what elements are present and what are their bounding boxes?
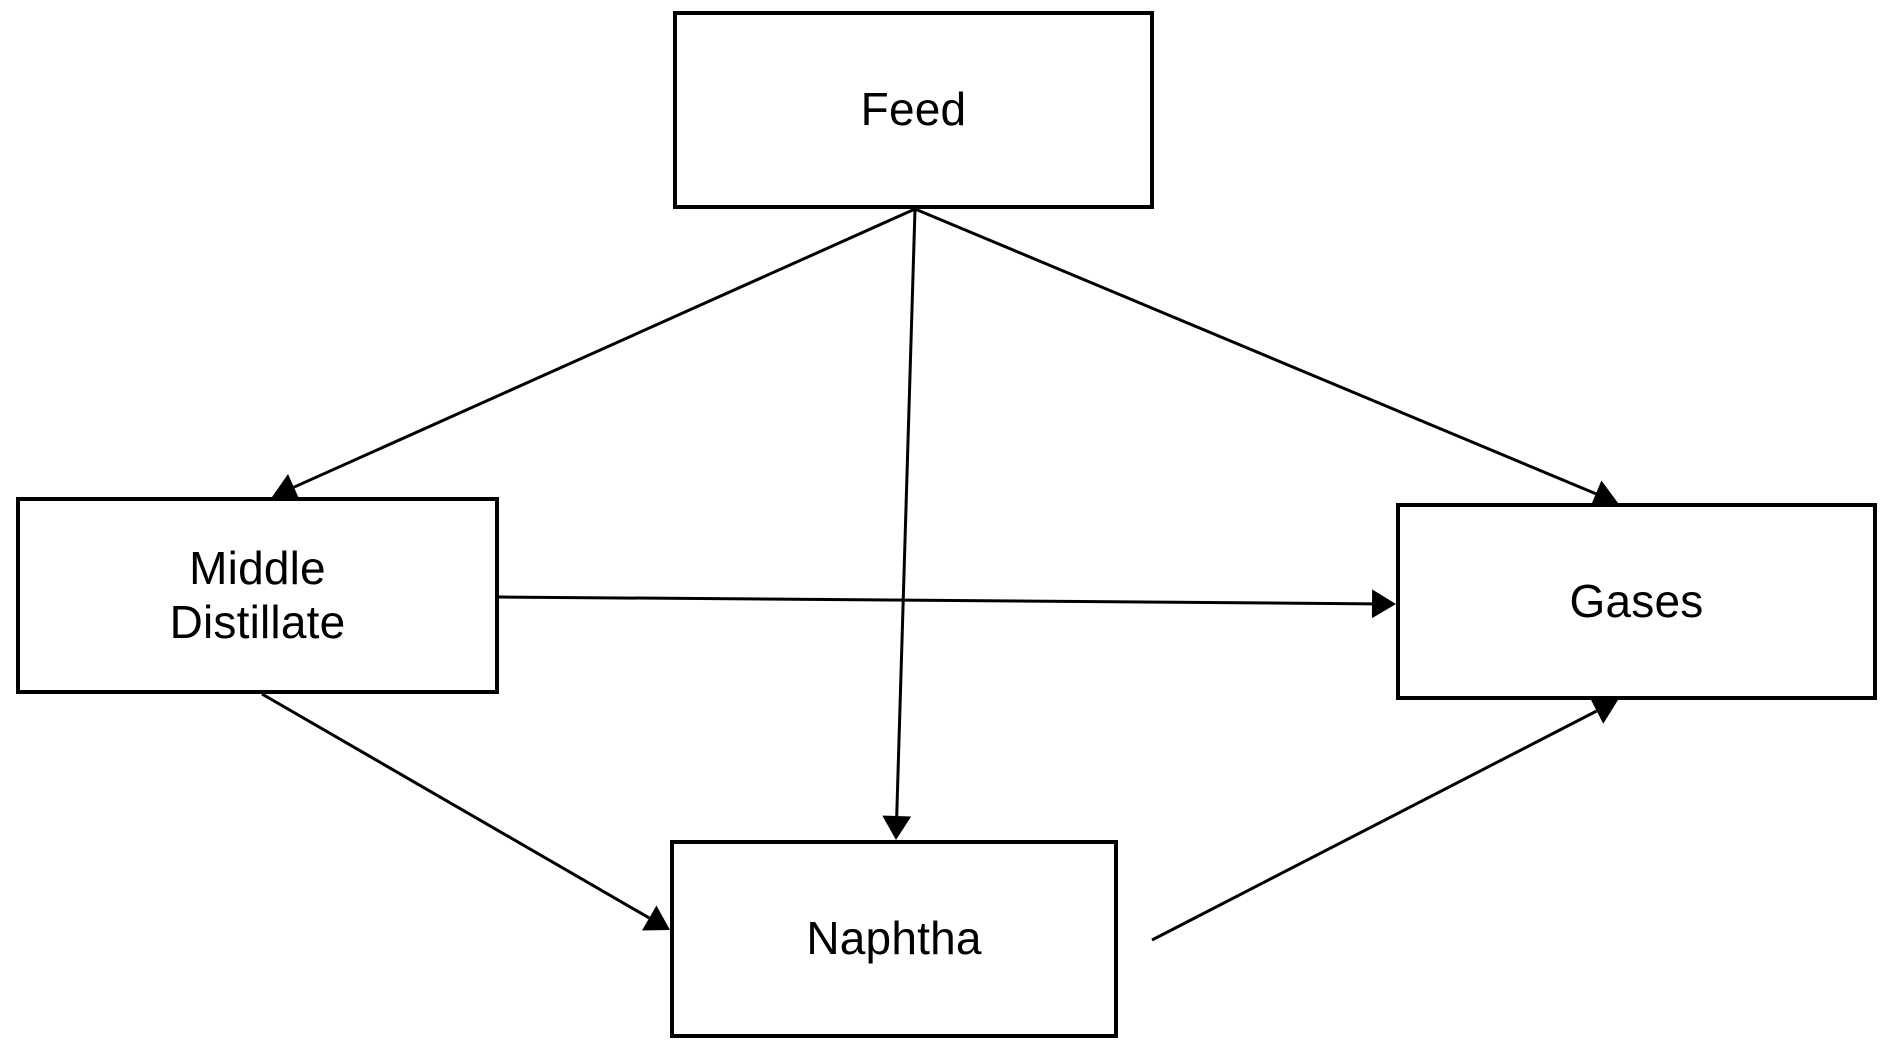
edge-arrowhead-middle-distillate-to-naphtha: [642, 905, 670, 931]
edge-line-middle-distillate-to-gases: [498, 595, 1373, 606]
node-middle-distillate[interactable]: Middle Distillate: [16, 497, 499, 694]
node-naphtha-label: Naphtha: [806, 912, 982, 965]
edge-line-naphtha-to-gases: [1151, 709, 1598, 942]
node-feed-label: Feed: [860, 83, 967, 136]
node-naphtha[interactable]: Naphtha: [670, 840, 1118, 1038]
node-middle-distillate-label: Middle Distillate: [169, 542, 346, 648]
edge-line-feed-to-middle-distillate: [293, 207, 916, 489]
edge-line-feed-to-naphtha: [895, 208, 917, 817]
edge-arrowhead-feed-to-naphtha: [882, 815, 912, 840]
node-gases-label: Gases: [1569, 574, 1704, 627]
node-gases[interactable]: Gases: [1396, 503, 1877, 700]
edge-line-middle-distillate-to-naphtha: [261, 692, 650, 920]
edge-line-feed-to-gases: [914, 207, 1597, 496]
node-feed[interactable]: Feed: [673, 11, 1154, 209]
edge-arrowhead-middle-distillate-to-gases: [1371, 589, 1396, 619]
edge-arrowhead-naphtha-to-gases: [1590, 698, 1618, 724]
